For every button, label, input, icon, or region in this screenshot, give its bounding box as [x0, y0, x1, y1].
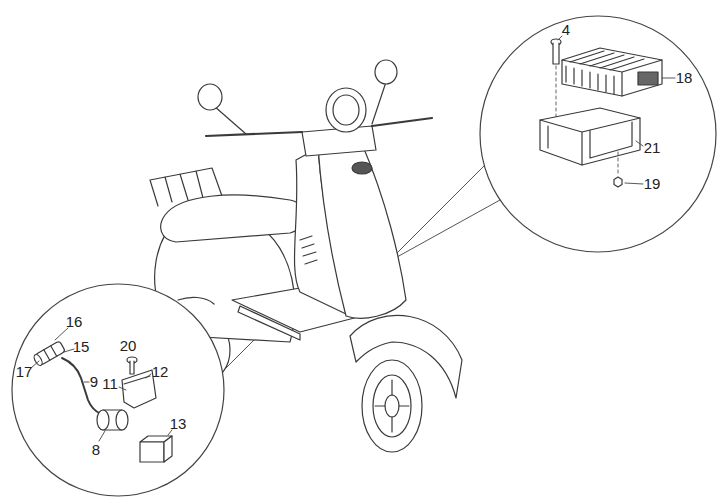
- callout-number: 16: [65, 314, 84, 330]
- callout-number: 18: [675, 70, 694, 86]
- callout-number: 21: [643, 140, 662, 156]
- callout-number: 20: [119, 338, 138, 354]
- relay-cylinder: [97, 410, 128, 430]
- callout-number: 4: [561, 22, 571, 38]
- callout-leader: [558, 36, 675, 184]
- relay-box: [140, 436, 172, 462]
- callout-number: 8: [91, 442, 101, 458]
- callout-number: 13: [169, 416, 188, 432]
- callout-number: 15: [72, 339, 91, 355]
- detail-circle: [12, 284, 224, 496]
- callout-number: 9: [89, 374, 99, 390]
- screw: [551, 39, 561, 118]
- callout-number: 17: [15, 364, 34, 380]
- wire-connector: [33, 341, 101, 414]
- callout-number: 19: [643, 176, 662, 192]
- regulator: [562, 48, 662, 96]
- callout-number: 12: [151, 364, 170, 380]
- relay-bracket: [122, 357, 156, 408]
- detail-circle: [480, 16, 716, 252]
- callout-number: 11: [101, 376, 119, 392]
- bracket: [540, 108, 640, 187]
- callout-leader: [31, 328, 172, 441]
